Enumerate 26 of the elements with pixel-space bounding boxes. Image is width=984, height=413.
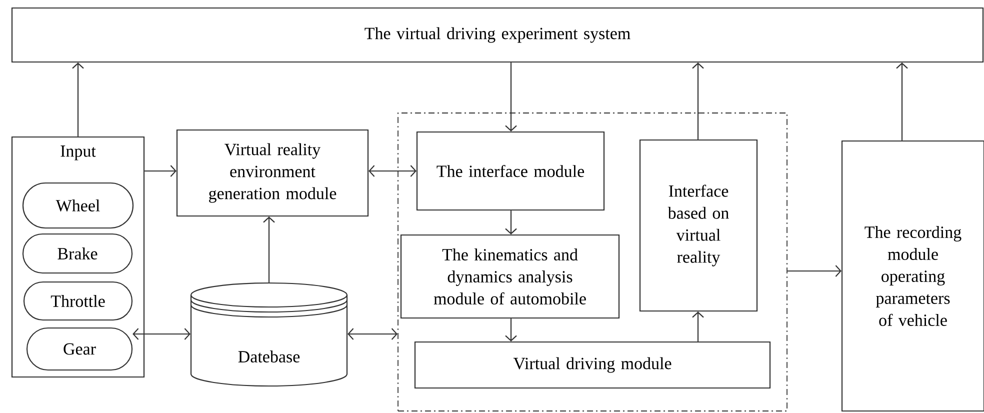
input-pill: Gear: [26, 327, 133, 371]
arrow: [132, 328, 190, 340]
arrow: [368, 165, 416, 177]
module-box: The kinematics and dynamics analysis module of automobile: [400, 234, 620, 319]
arrow: [144, 165, 176, 177]
input-pill: Wheel: [22, 182, 134, 229]
system-box: The virtual driving experiment system: [11, 7, 984, 63]
module-box: Virtual driving module: [414, 341, 771, 389]
arrow: [72, 62, 84, 136]
database-cylinder: Datebase: [190, 282, 348, 387]
arrow: [896, 62, 908, 140]
arrow: [505, 210, 517, 234]
dashed-group-frame: [398, 112, 788, 412]
arrow: [348, 328, 398, 340]
input-pill: Throttle: [23, 281, 133, 321]
module-box: Interface based on virtual reality: [639, 139, 758, 312]
input-pill: Brake: [22, 233, 133, 274]
arrow: [692, 312, 704, 342]
arrow: [263, 216, 275, 282]
module-box: The interface module: [416, 131, 605, 211]
module-box: The recording module operating parameters of vehicle: [841, 140, 984, 412]
arrow: [692, 62, 704, 140]
module-box: Virtual reality environment generation module: [176, 129, 369, 217]
arrow: [787, 265, 842, 277]
arrow: [505, 318, 517, 342]
arrow: [505, 62, 517, 132]
